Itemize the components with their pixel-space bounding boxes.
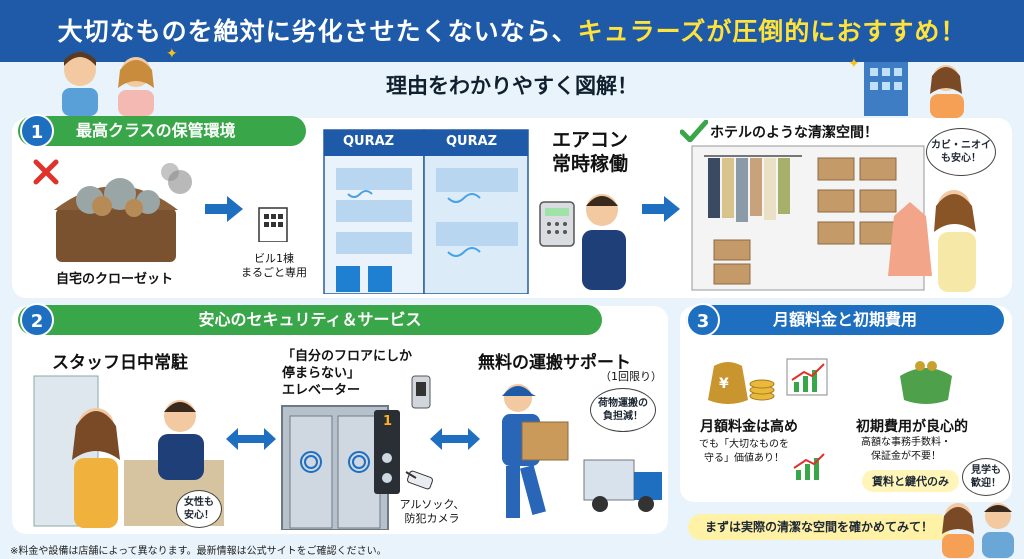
- building-icon: [258, 207, 288, 242]
- subtitle: 理由をわかりやすく図解！: [386, 74, 638, 98]
- arrow-right-icon: [642, 196, 680, 222]
- header-banner: 大切なものを絶対に劣化させたくないなら、キュラーズが圧倒的におすすめ！: [0, 0, 1024, 62]
- mold-odor-bubble: カビ・ニオイ も安心！: [926, 128, 996, 176]
- section3-title: 月額料金と初期費用: [772, 310, 917, 329]
- section1-number: 1: [20, 114, 54, 148]
- cargo-burden-bubble: 荷物運搬の 負担減！: [590, 388, 656, 432]
- support-label: 無料の運搬サポート: [478, 353, 631, 373]
- svg-text:✦: ✦: [166, 46, 178, 62]
- staff-keypad-illustration: [539, 194, 626, 290]
- building-brand-left: QURAZ: [343, 134, 395, 149]
- cta-banner: まずは実際の清潔な空間を確かめてみて！: [688, 514, 950, 540]
- yen-mark: ¥: [719, 376, 729, 392]
- double-arrow-icon: [430, 428, 480, 450]
- woman-with-dress-illustration: [888, 190, 976, 292]
- card-reader-icon: [411, 375, 431, 409]
- initial-label: 初期費用が良心的: [856, 419, 968, 435]
- mover-and-truck-illustration: [502, 384, 662, 518]
- cta-couple-illustration: [942, 503, 1014, 558]
- section3-panel: [680, 306, 1012, 502]
- double-arrow-icon: [226, 428, 276, 450]
- arrow-right-icon: [205, 196, 243, 222]
- women-safe-bubble: 女性も 安心！: [176, 490, 222, 528]
- footer-disclaimer: ※料金や設備は店舗によって異なります。最新情報は公式サイトをご確認ください。: [10, 546, 387, 557]
- security-camera-icon: [405, 470, 433, 490]
- money-bag-icon: [708, 362, 775, 404]
- aircon-label: エアコン 常時稼働: [552, 129, 629, 175]
- staff-label: スタッフ日中常駐: [52, 353, 188, 373]
- purse-icon: [900, 361, 952, 404]
- deposit-tag: 賃料と鍵代のみ: [862, 470, 959, 492]
- initial-note: 高額な事務手数料・ 保証金が不要！: [861, 437, 951, 462]
- elevator-illustration: [281, 405, 389, 530]
- building-brand-right: QURAZ: [446, 134, 498, 149]
- elevator-panel-illustration: [374, 410, 400, 494]
- section2-number: 2: [20, 303, 54, 337]
- quraz-building-illustration: [323, 129, 529, 294]
- chart-up-icon: [786, 358, 828, 396]
- section3-title-pill: 月額料金と初期費用: [686, 305, 1004, 335]
- svg-text:✦: ✦: [848, 56, 860, 72]
- clean-closet-illustration: [691, 145, 925, 291]
- section1-title: 最高クラスの保管環境: [76, 121, 236, 140]
- elevator-floor-indicator: 1: [383, 414, 393, 429]
- headline-part1: 大切なものを絶対に劣化させたくないなら、: [57, 17, 578, 46]
- section3-number: 3: [686, 303, 720, 337]
- section1-title-pill: 最高クラスの保管環境: [18, 116, 306, 146]
- building-label: ビル1棟 まるごと専用: [241, 252, 307, 279]
- chart-up-small-icon: [793, 453, 825, 480]
- headline: 大切なものを絶対に劣化させたくないなら、キュラーズが圧倒的におすすめ！: [0, 12, 1024, 48]
- visit-welcome-bubble: 見学も 歓迎！: [962, 458, 1010, 496]
- couple-illustration: ✦: [62, 46, 178, 116]
- elevator-label: 「自分のフロアにしか 停まらない」 エレベーター: [282, 349, 413, 398]
- closet-label: 自宅のクローゼット: [56, 272, 174, 287]
- section2-title: 安心のセキュリティ＆サービス: [198, 310, 422, 329]
- closet-chest-illustration: [33, 159, 192, 262]
- section2-title-pill: 安心のセキュリティ＆サービス: [18, 305, 602, 335]
- monthly-note: でも「大切なものを 守る」価値あり！: [699, 439, 789, 464]
- monthly-label: 月額料金は高め: [700, 419, 798, 435]
- hotel-label: ホテルのような清潔空間！: [710, 125, 878, 141]
- support-note: （1回限り）: [600, 370, 662, 383]
- camera-label: アルソック、 防犯カメラ: [399, 498, 465, 525]
- checkmark-icon: [680, 120, 708, 142]
- building-and-staff-illustration: ✦: [848, 52, 964, 118]
- headline-part2: キュラーズが圧倒的におすすめ！: [577, 17, 967, 46]
